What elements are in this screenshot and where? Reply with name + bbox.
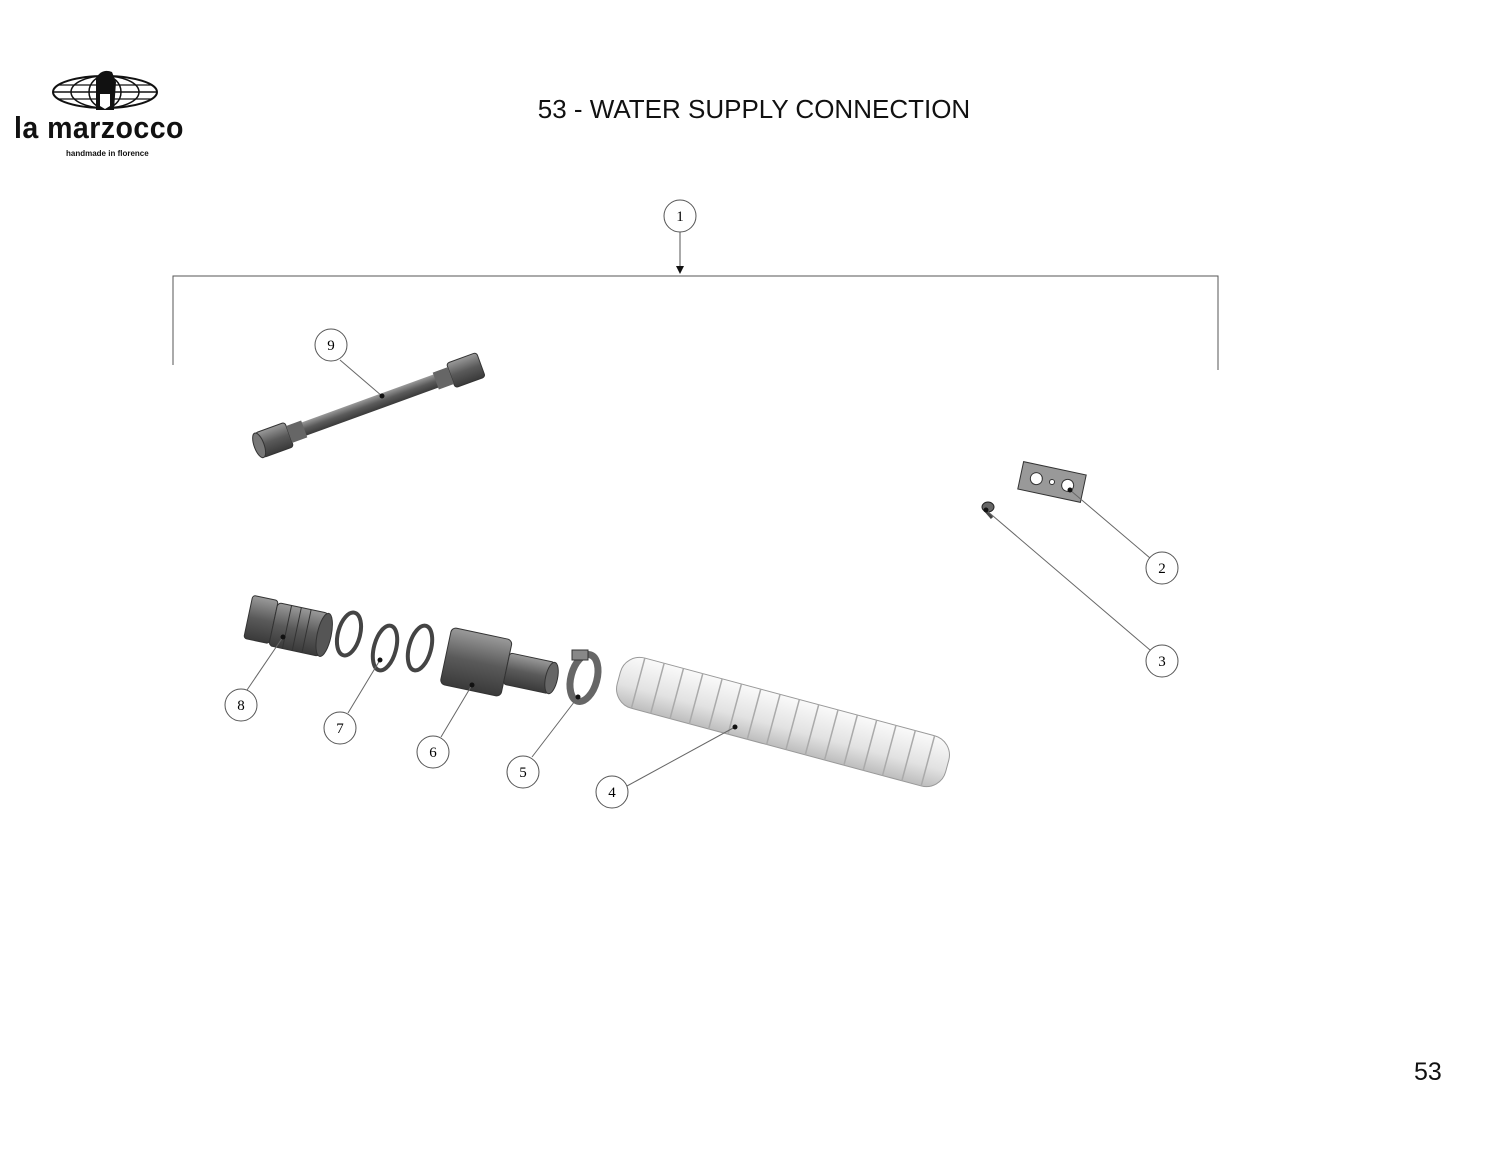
page-title: 53 - WATER SUPPLY CONNECTION [537,94,971,124]
svg-text:3: 3 [1158,654,1166,670]
callout-2: 2 [1145,551,1179,585]
part-9-braided-hose [252,352,485,459]
svg-text:8: 8 [237,698,245,714]
callout-3: 3 [1145,644,1179,678]
brand-tagline: handmade in florence [66,149,149,158]
svg-text:7: 7 [336,721,344,737]
part-2-plate [1017,461,1087,503]
leader-lines [246,359,1151,787]
part-8-threaded-fitting [243,595,333,657]
svg-text:9: 9 [327,338,335,354]
callout-9: 9 [314,328,348,362]
svg-text:5: 5 [519,765,527,781]
svg-text:6: 6 [429,745,437,761]
globe-lion-icon [52,70,158,110]
callout-6: 6 [416,735,450,769]
callout-1: 1 [663,199,697,233]
brand-name: la marzocco [14,110,184,145]
callout-7: 7 [323,711,357,745]
callout-4: 4 [595,775,629,809]
callout-8: 8 [224,688,258,722]
part-6-hose-adapter [440,627,559,697]
part-5-hose-clamp [566,649,602,705]
svg-text:2: 2 [1158,561,1166,577]
svg-text:4: 4 [608,785,616,801]
part-7-o-rings [334,610,435,673]
page-number: 53 [1414,1058,1442,1086]
part-4-corrugated-hose [616,656,950,788]
logo-emblem [10,64,210,169]
svg-text:1: 1 [676,209,684,225]
assembly-bracket [172,232,1219,370]
callout-5: 5 [506,755,540,789]
